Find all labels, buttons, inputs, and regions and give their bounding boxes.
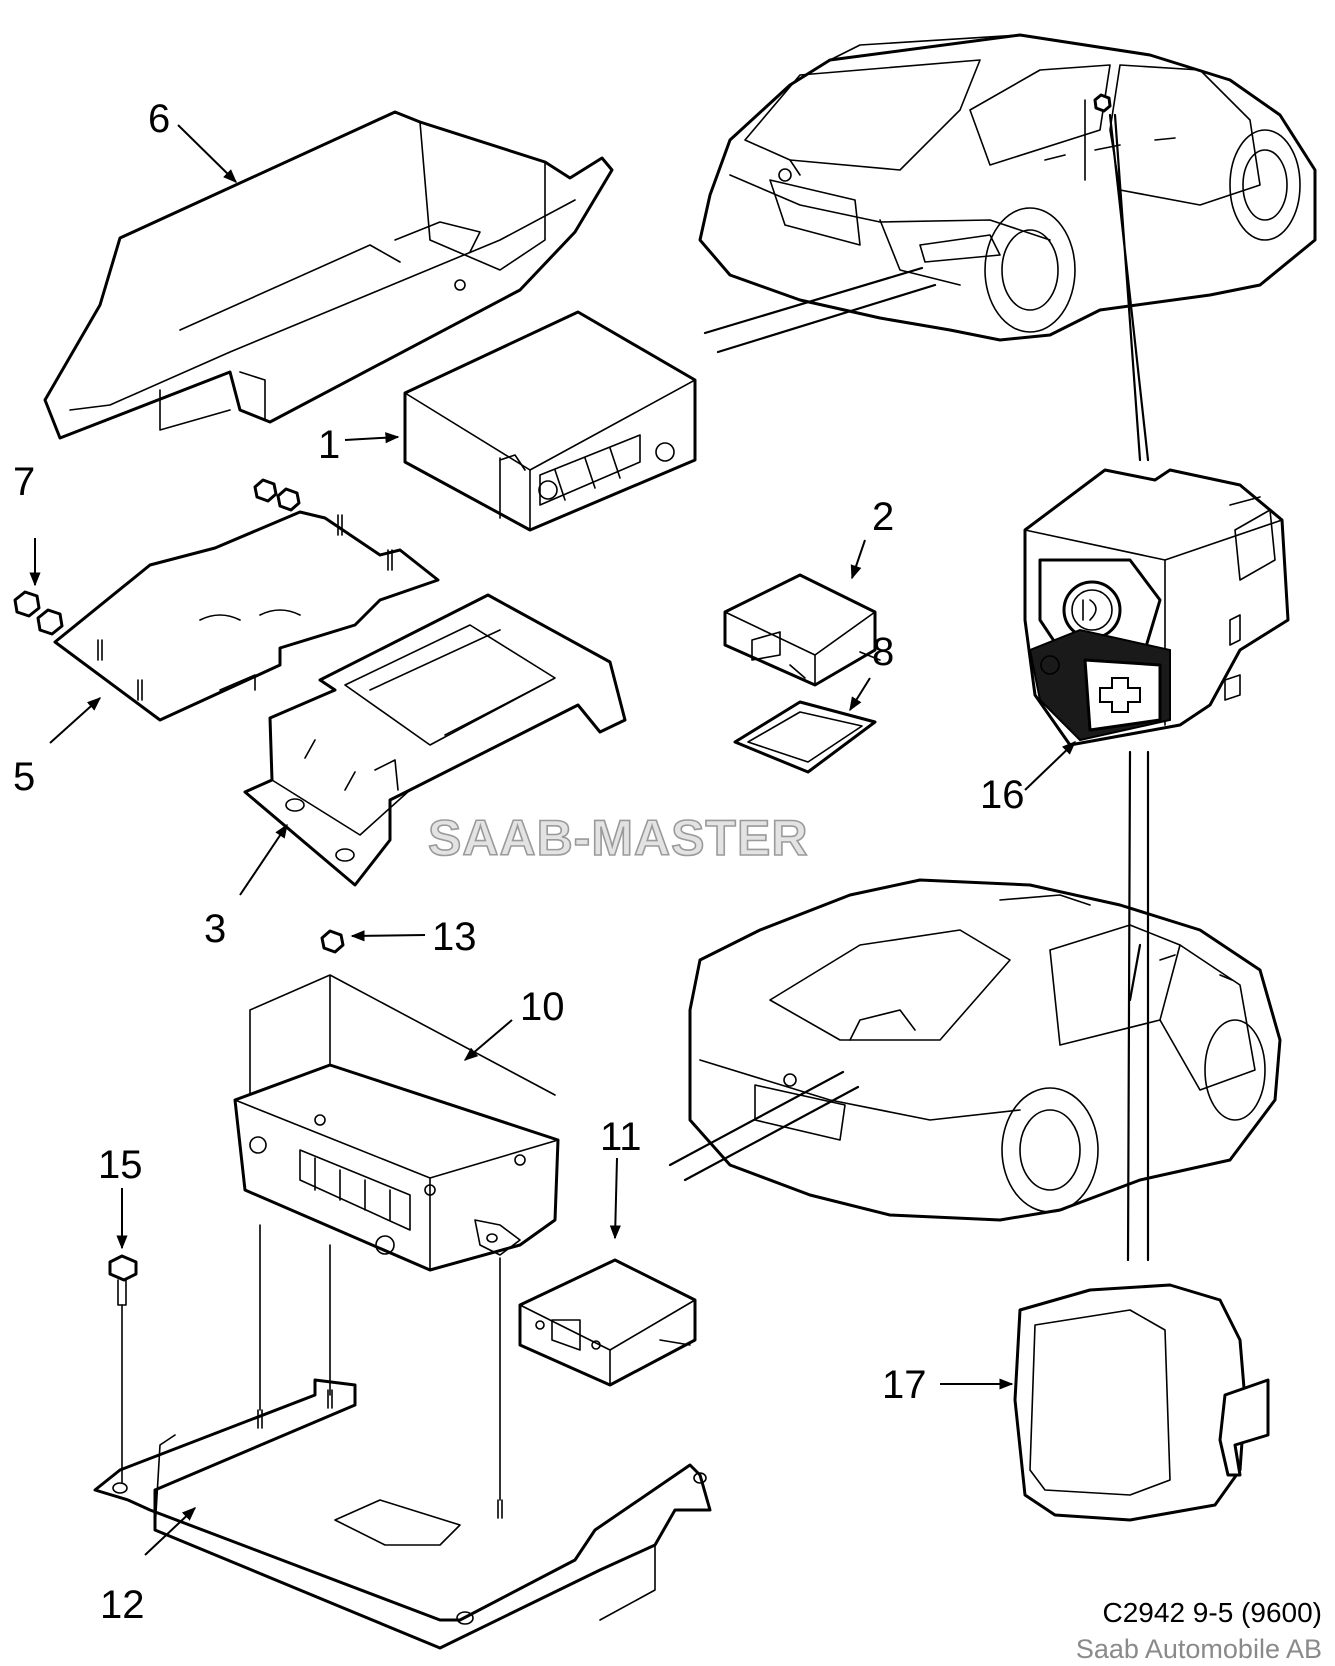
part-11-module xyxy=(518,1258,697,1387)
watermark: SAAB-MASTER xyxy=(428,810,808,866)
callout-1: 1 xyxy=(318,423,340,467)
brand-credit: Saab Automobile AB xyxy=(1076,1634,1322,1664)
wagon-car-illustration xyxy=(698,33,1317,342)
part-5-plate xyxy=(53,510,440,722)
callout-10: 10 xyxy=(520,985,565,1029)
callout-16: 16 xyxy=(980,773,1025,817)
callout-2: 2 xyxy=(872,495,894,539)
part-2-module xyxy=(723,573,881,687)
callout-13: 13 xyxy=(432,915,477,959)
diagram-code: C2942 9-5 (9600) xyxy=(1103,1597,1322,1628)
leader-lines xyxy=(668,113,1150,1262)
callout-6: 6 xyxy=(148,97,170,141)
part-6-tray xyxy=(43,110,614,440)
callout-7: 7 xyxy=(13,460,35,504)
sedan-car-illustration xyxy=(688,878,1282,1222)
part-16-switch xyxy=(1023,468,1290,747)
callout-17: 17 xyxy=(882,1363,927,1407)
part-12-base-plate xyxy=(93,1224,712,1650)
callout-3: 3 xyxy=(204,907,226,951)
part-17-cap xyxy=(1013,1283,1270,1522)
callout-11: 11 xyxy=(600,1115,642,1159)
callout-5: 5 xyxy=(13,755,35,799)
part-7-nuts xyxy=(13,478,301,636)
callout-labels: 6 1 2 8 7 5 3 13 10 11 15 12 16 17 xyxy=(13,97,1025,1627)
part-1-control-module xyxy=(403,310,697,532)
part-3-bracket xyxy=(243,593,627,887)
part-8-pad xyxy=(733,700,877,774)
callout-12: 12 xyxy=(100,1583,145,1627)
callout-15: 15 xyxy=(98,1143,143,1187)
callout-8: 8 xyxy=(872,630,894,674)
callout-arrows xyxy=(29,124,1077,1556)
part-15-bolt xyxy=(108,1254,138,1483)
part-10-module xyxy=(233,929,560,1272)
